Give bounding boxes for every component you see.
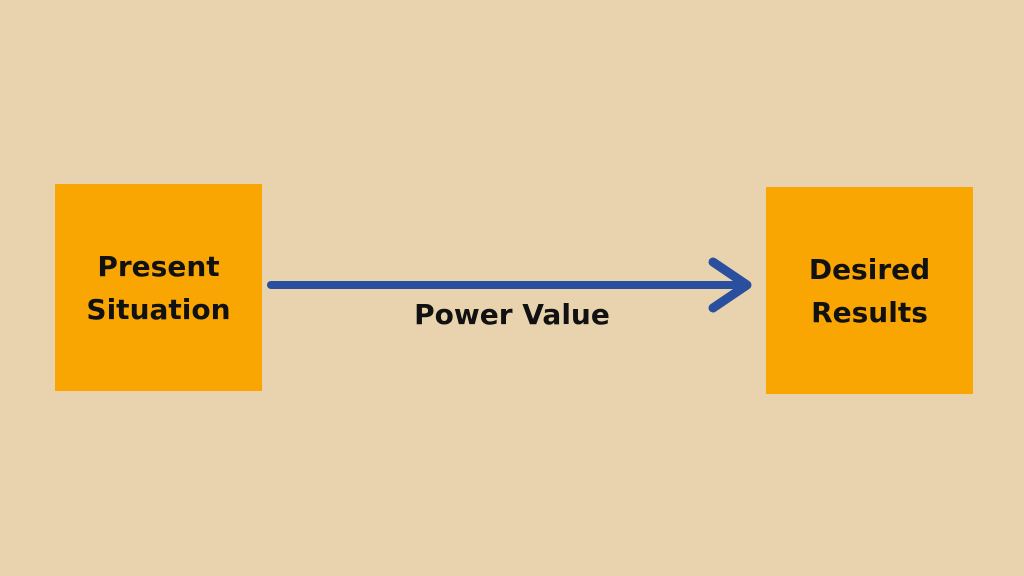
arrow-head	[708, 257, 752, 313]
present-situation-box: Present Situation	[55, 184, 262, 391]
desired-results-label: Desired Results	[808, 252, 931, 329]
desired-results-box: Desired Results	[766, 187, 973, 394]
present-situation-label: Present Situation	[86, 249, 231, 326]
power-value-label: Power Value	[414, 298, 610, 331]
